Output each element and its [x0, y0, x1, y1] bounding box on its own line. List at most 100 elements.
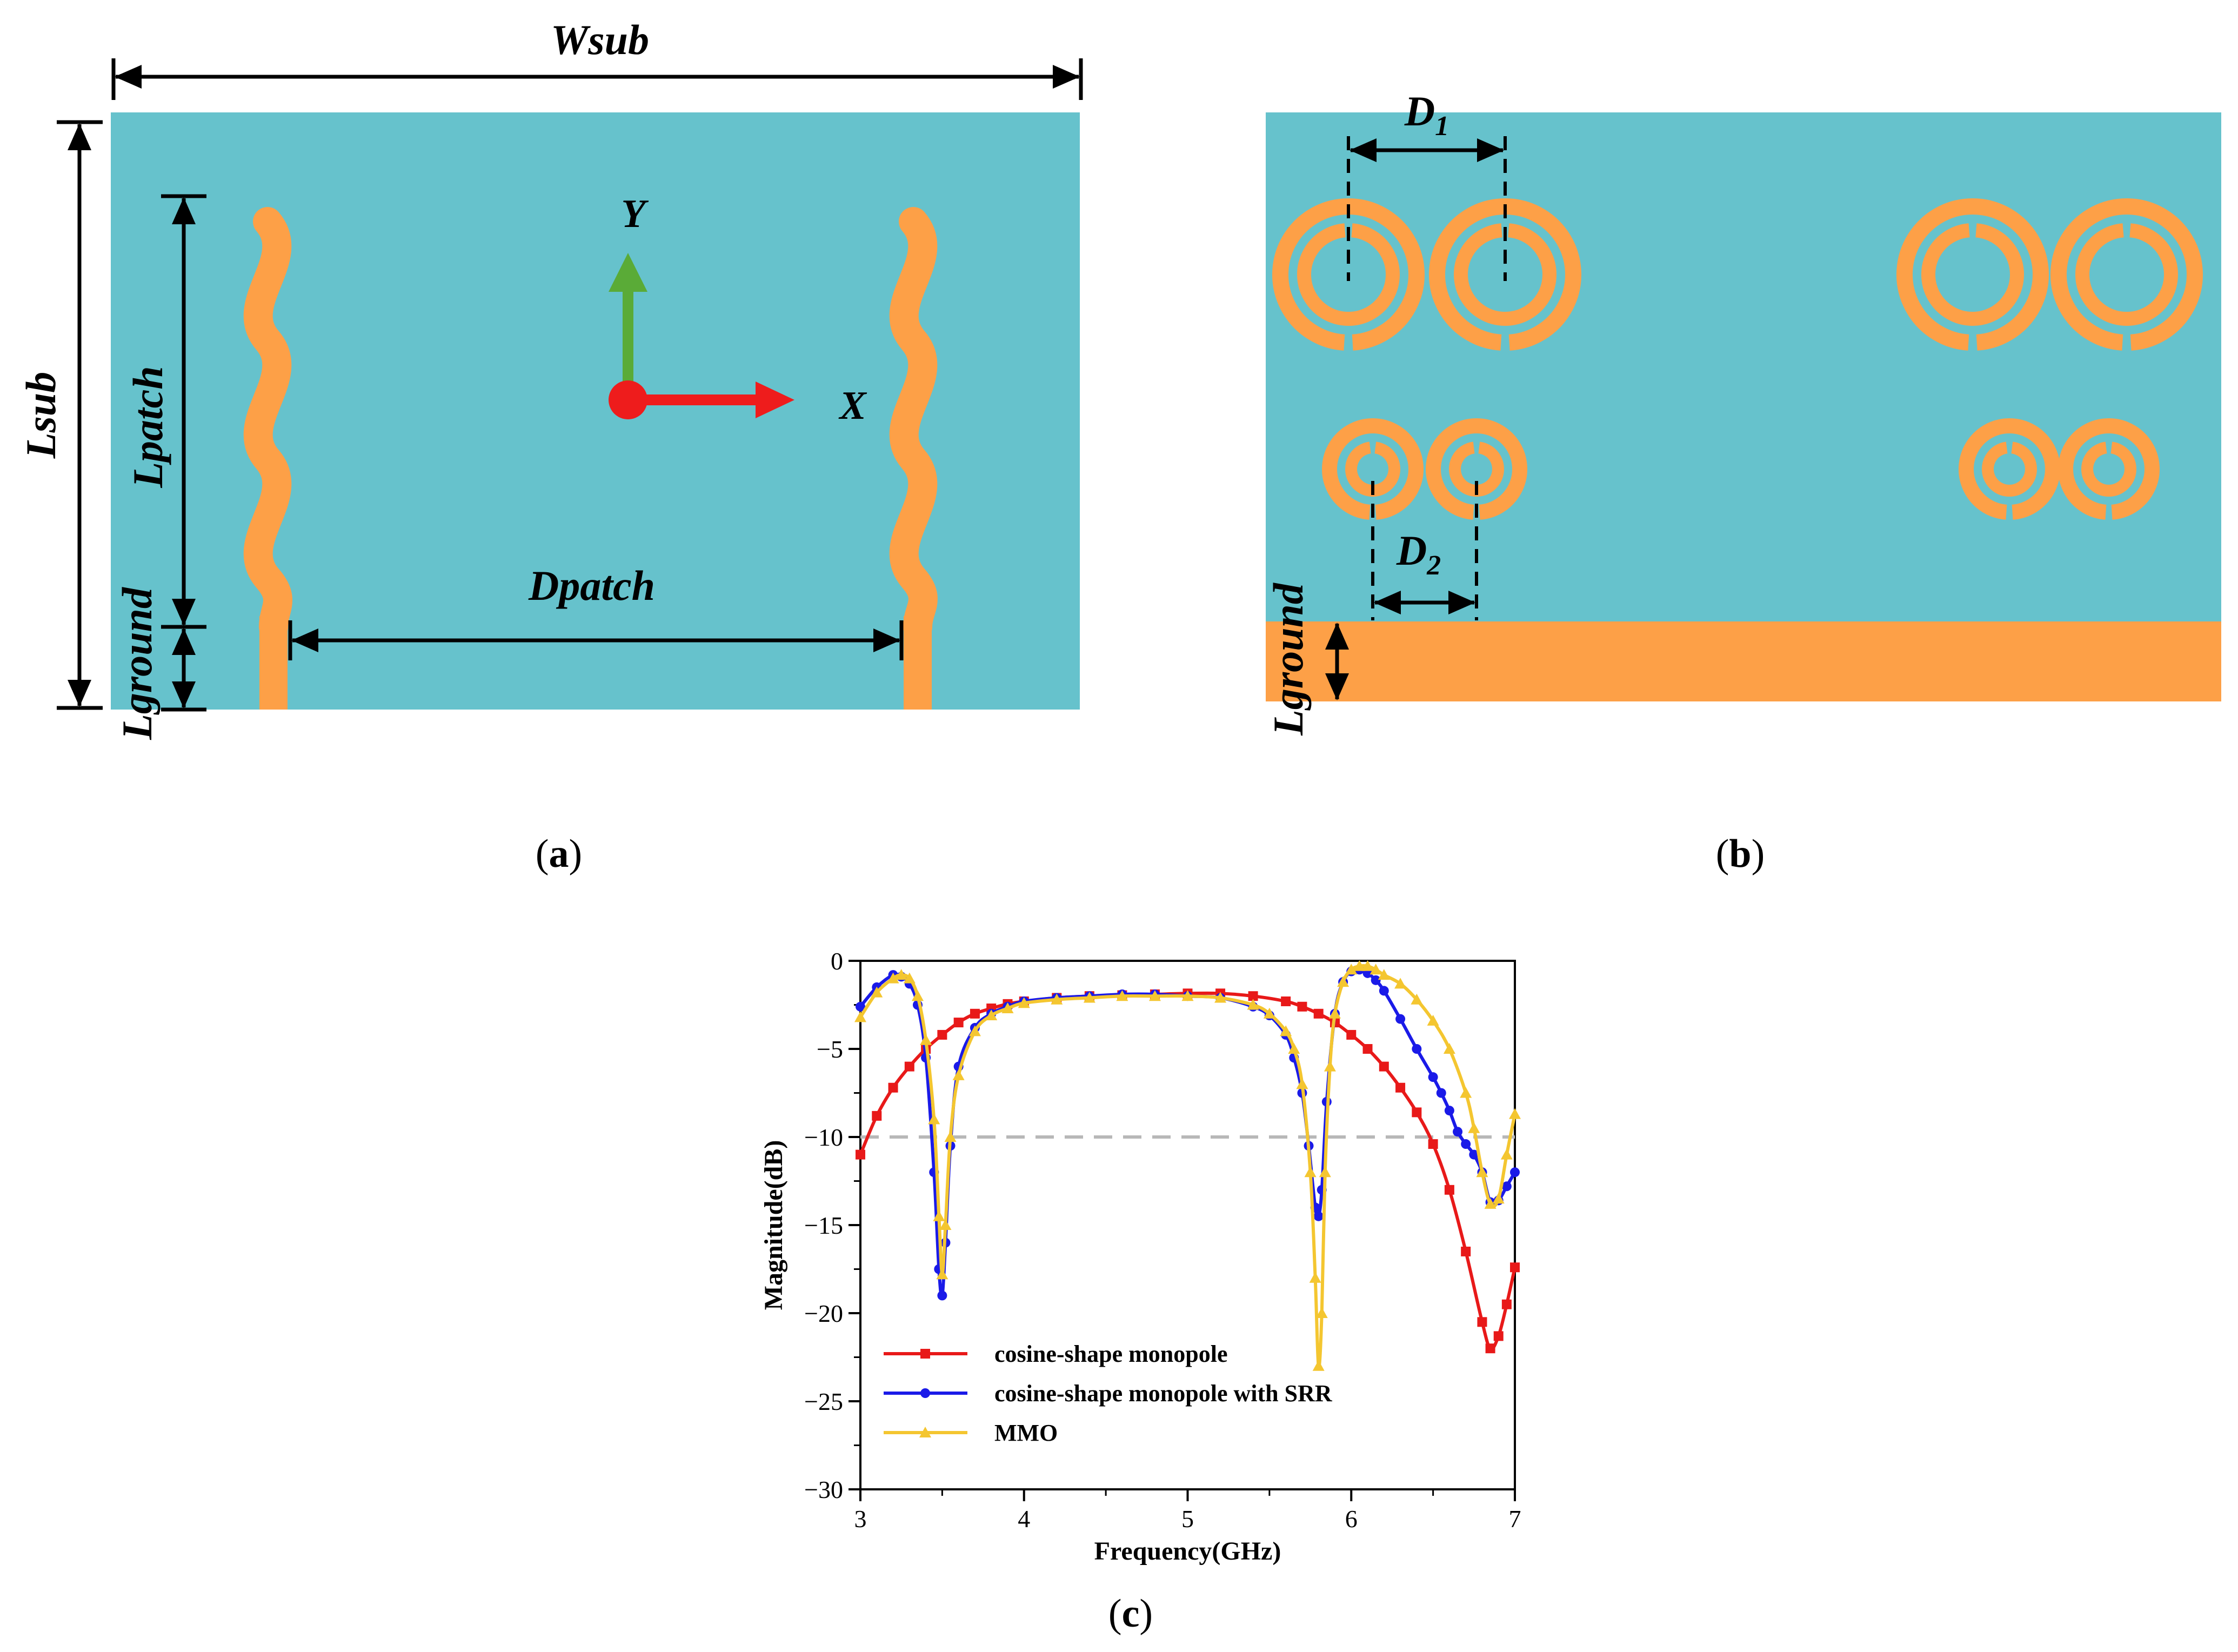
- data-point-cosine-monopole: [1281, 996, 1291, 1006]
- srr-small-inner-ring: [1982, 442, 2037, 497]
- data-point-cosine-monopole: [1379, 1061, 1389, 1072]
- data-point-mmo: [1296, 1078, 1308, 1089]
- data-point-mmo: [1476, 1166, 1488, 1178]
- data-point-cosine-monopole: [1313, 1008, 1324, 1019]
- left-cosine-monopole: [243, 207, 292, 710]
- dim-d1: D1: [1347, 88, 1507, 281]
- srr-large-inner-ring: [2075, 223, 2178, 326]
- data-point-mmo: [1319, 1166, 1331, 1178]
- x-axis-title: Frequency(GHz): [1094, 1537, 1281, 1566]
- dim-lsub: Lsub: [17, 120, 103, 710]
- data-point-cosine-monopole: [1485, 1343, 1495, 1354]
- srr-large-outer-ring: [1896, 198, 2049, 351]
- legend-marker-monopole-srr: [920, 1388, 930, 1398]
- data-point-mmo: [1312, 1360, 1325, 1371]
- data-point-monopole-srr: [937, 1290, 947, 1301]
- data-point-mmo: [1509, 1108, 1521, 1119]
- y-axis-arrow-icon: [609, 253, 647, 292]
- data-point-cosine-monopole: [1461, 1246, 1471, 1256]
- data-point-mmo: [895, 969, 907, 980]
- data-point-mmo: [911, 990, 924, 1001]
- srr-large-inner-ring: [1921, 223, 2024, 326]
- x-tick-label: 6: [1345, 1505, 1358, 1533]
- x-axis-label: X: [838, 384, 867, 428]
- data-point-mmo: [1394, 978, 1407, 989]
- dim-d2: D2: [1371, 481, 1478, 620]
- x-tick-label: 5: [1181, 1505, 1194, 1533]
- data-point-mmo: [1369, 964, 1382, 975]
- y-axis-label: Y: [621, 192, 649, 236]
- data-point-mmo: [1288, 1043, 1300, 1054]
- srr-large-inner-ring: [1454, 223, 1556, 326]
- plot-frame: [859, 960, 1516, 1490]
- data-point-cosine-monopole: [888, 1082, 898, 1093]
- data-point-mmo: [1500, 1148, 1513, 1160]
- srr-large-outer-ring: [2050, 198, 2203, 351]
- substrate-b: [1266, 112, 2221, 701]
- data-point-mmo: [1324, 1060, 1336, 1072]
- coordinate-axes: Y X: [609, 192, 867, 428]
- caption-b: (b): [1716, 832, 1765, 876]
- x-tick-label: 7: [1509, 1505, 1521, 1533]
- data-point-mmo: [1181, 990, 1194, 1001]
- data-point-mmo: [1328, 1007, 1341, 1019]
- data-point-monopole-srr: [856, 1001, 865, 1012]
- srr-small-outer-ring: [1322, 418, 1424, 520]
- y-tick-label: 0: [831, 947, 843, 975]
- legend-label-monopole-srr: cosine-shape monopole with SRR: [994, 1380, 1333, 1407]
- data-point-mmo: [1315, 1307, 1328, 1318]
- data-point-mmo: [1116, 990, 1128, 1001]
- legend-marker-mmo: [919, 1427, 931, 1437]
- data-point-cosine-monopole: [1248, 991, 1258, 1001]
- data-point-mmo: [928, 1113, 940, 1125]
- data-point-monopole-srr: [1444, 1106, 1454, 1116]
- panel-a-antenna-top-view: Wsub Lsub Lpatch Lground: [17, 16, 1083, 876]
- data-point-mmo: [968, 1025, 981, 1036]
- x-tick-label: 4: [1018, 1505, 1030, 1533]
- data-point-monopole-srr: [1469, 1149, 1479, 1160]
- data-point-mmo: [944, 1131, 957, 1142]
- ground-plane: [1266, 621, 2221, 701]
- legend-marker-cosine-monopole: [920, 1349, 930, 1359]
- lpatch-label: Lpatch: [124, 366, 171, 488]
- data-point-mmo: [939, 1219, 952, 1230]
- data-point-cosine-monopole: [872, 1111, 882, 1121]
- data-point-monopole-srr: [1313, 1211, 1324, 1221]
- caption-c: (c): [1108, 1591, 1153, 1636]
- data-point-monopole-srr: [1412, 1044, 1422, 1054]
- data-point-cosine-monopole: [953, 1018, 964, 1028]
- data-point-mmo: [985, 1009, 998, 1021]
- x-tick-label: 3: [854, 1505, 867, 1533]
- data-point-mmo: [936, 1268, 948, 1280]
- right-wavy-patch: [889, 207, 938, 641]
- data-point-mmo: [1280, 1025, 1292, 1036]
- data-point-cosine-monopole: [1428, 1139, 1438, 1149]
- data-point-monopole-srr: [1371, 975, 1381, 985]
- data-point-cosine-monopole: [1346, 1029, 1357, 1040]
- data-point-cosine-monopole: [1444, 1185, 1454, 1195]
- data-point-cosine-monopole: [904, 1061, 914, 1072]
- data-point-monopole-srr: [1510, 1167, 1520, 1178]
- data-point-cosine-monopole: [1510, 1262, 1520, 1273]
- data-point-cosine-monopole: [970, 1008, 980, 1019]
- caption-a: (a): [536, 832, 582, 876]
- dpatch-label: Dpatch: [528, 562, 655, 609]
- data-point-mmo: [952, 1069, 965, 1080]
- data-point-cosine-monopole: [1395, 1082, 1406, 1093]
- data-point-mmo: [854, 1011, 866, 1022]
- srr-small-outer-ring: [2058, 418, 2160, 520]
- data-point-mmo: [1337, 976, 1350, 987]
- d1-label: D1: [1404, 88, 1449, 142]
- data-point-mmo: [1083, 992, 1095, 1003]
- data-point-mmo: [1345, 964, 1358, 975]
- data-point-mmo: [1263, 1007, 1275, 1019]
- d2-label: D2: [1396, 527, 1441, 581]
- lground-label-b: Lground: [1265, 583, 1312, 736]
- data-point-mmo: [1051, 993, 1063, 1005]
- left-wavy-patch: [243, 207, 292, 641]
- data-point-mmo: [1361, 960, 1374, 971]
- data-point-mmo: [1148, 990, 1161, 1001]
- data-point-mmo: [1427, 1014, 1439, 1026]
